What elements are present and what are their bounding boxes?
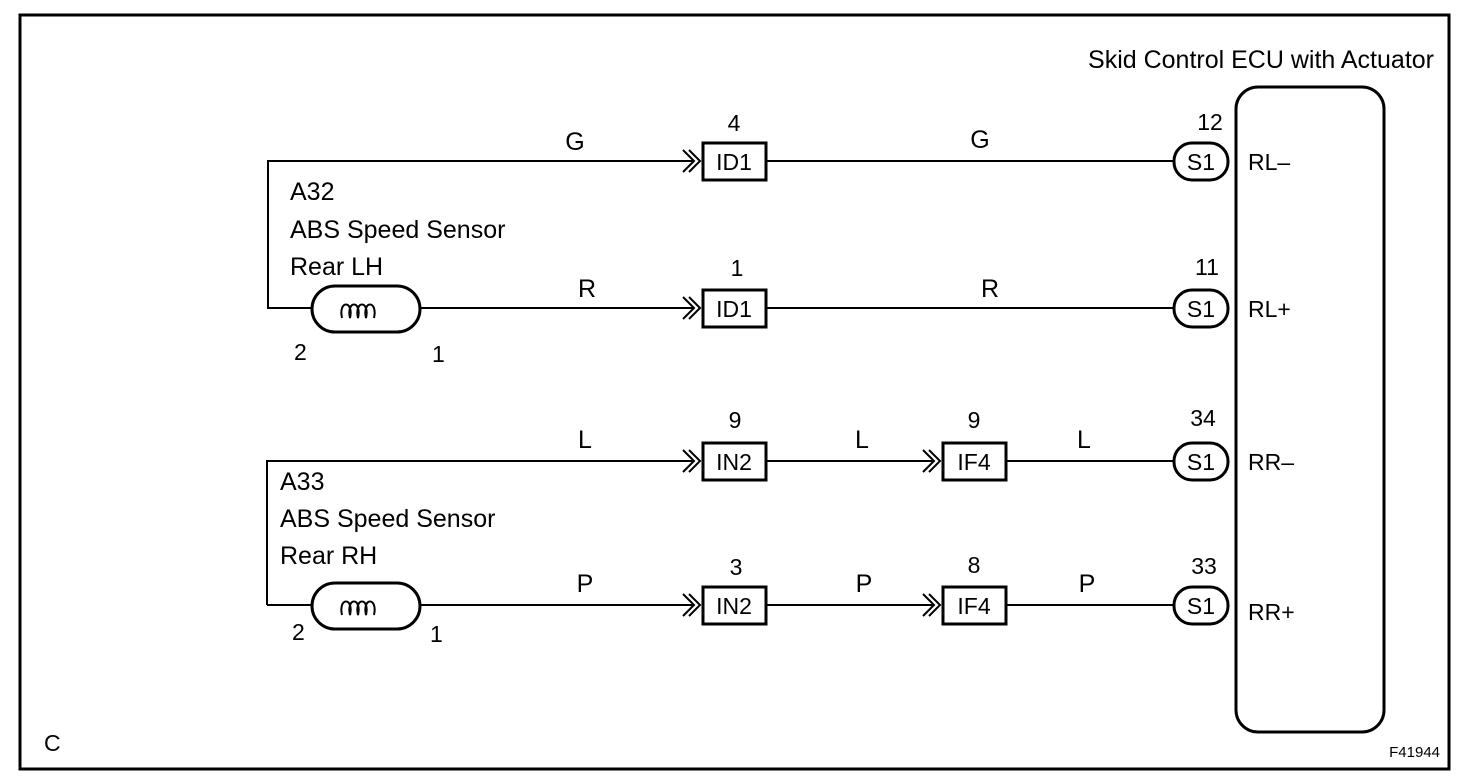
connector-chevron-icon <box>682 449 702 473</box>
ecu-terminal-rr-plus: S1 33 RR+ <box>1172 553 1295 626</box>
sensor-pin-left: 2 <box>294 339 307 365</box>
connector-code: IN2 <box>716 593 752 619</box>
sensor-code: A33 <box>280 468 324 496</box>
connector-pin: 1 <box>731 255 744 281</box>
wire-color-label: P <box>1079 570 1096 598</box>
connector-pin: 9 <box>729 407 742 433</box>
terminal-connector: S1 <box>1187 593 1215 619</box>
junction-connector-if4-9: IF4 9 <box>922 407 1008 482</box>
terminal-connector: S1 <box>1187 149 1215 175</box>
junction-connector-if4-8: IF4 8 <box>922 552 1008 626</box>
figure-id: F41944 <box>1389 744 1440 761</box>
connector-chevron-icon <box>922 593 942 617</box>
connector-code: ID1 <box>716 296 752 322</box>
wire-color-label: G <box>970 126 989 154</box>
connector-pin: 3 <box>730 554 743 580</box>
diagram-frame <box>18 13 1451 771</box>
sensor-name: ABS Speed Sensor <box>290 216 505 244</box>
wire-a33-l: L L L <box>266 426 1174 605</box>
sensor-pin-left: 2 <box>292 619 305 645</box>
junction-connector-in2-9: IN2 9 <box>682 407 768 482</box>
connector-chevron-icon <box>682 593 702 617</box>
wire-color-label: R <box>578 275 596 303</box>
sensor-a32: A32 ABS Speed Sensor Rear LH 2 1 <box>290 178 505 367</box>
connector-pin: 9 <box>968 407 981 433</box>
junction-connector-id1-4: ID1 4 <box>682 110 768 182</box>
connector-chevron-icon <box>682 296 702 320</box>
terminal-pin: 11 <box>1195 254 1219 280</box>
wire-a32-r: R R <box>267 275 1174 309</box>
terminal-label: RL– <box>1248 149 1290 175</box>
connector-code: IN2 <box>716 449 752 475</box>
ecu-terminal-rl-minus: S1 12 RL– <box>1172 109 1290 182</box>
terminal-label: RR– <box>1248 449 1294 475</box>
wire-a33-p: P P P <box>267 570 1174 606</box>
junction-connector-id1-1: ID1 1 <box>682 255 768 329</box>
wire-color-label: R <box>981 275 999 303</box>
wire-color-label: P <box>577 570 594 598</box>
connector-pin: 4 <box>728 110 741 136</box>
connector-code: IF4 <box>957 593 990 619</box>
connector-chevron-icon <box>922 449 942 473</box>
wire-color-label: P <box>856 570 873 598</box>
sensor-a33: A33 ABS Speed Sensor Rear RH 2 1 <box>280 468 495 647</box>
terminal-label: RL+ <box>1248 296 1291 322</box>
sensor-name: ABS Speed Sensor <box>280 505 495 533</box>
connector-code: ID1 <box>716 149 752 175</box>
wire-color-label: L <box>1077 426 1091 454</box>
wire-color-label: G <box>565 128 584 156</box>
junction-connector-in2-3: IN2 3 <box>682 554 768 626</box>
ecu-title: Skid Control ECU with Actuator <box>1088 46 1434 74</box>
terminal-pin: 12 <box>1197 109 1223 135</box>
sensor-position: Rear LH <box>290 253 383 281</box>
terminal-connector: S1 <box>1187 449 1215 475</box>
ecu-terminal-rl-plus: S1 11 RL+ <box>1172 254 1291 329</box>
terminal-connector: S1 <box>1187 296 1215 322</box>
sensor-code: A32 <box>290 178 334 206</box>
wire-color-label: L <box>578 426 592 454</box>
connector-pin: 8 <box>968 552 981 578</box>
ecu-terminal-rr-minus: S1 34 RR– <box>1172 405 1294 482</box>
connector-chevron-icon <box>682 149 702 173</box>
sensor-position: Rear RH <box>280 542 377 570</box>
connector-code: IF4 <box>957 449 990 475</box>
terminal-label: RR+ <box>1248 599 1295 625</box>
wire-a32-g: G G <box>267 126 1174 305</box>
terminal-pin: 33 <box>1191 553 1217 579</box>
corner-letter: C <box>44 730 61 756</box>
coil-icon <box>340 600 376 616</box>
ecu-body <box>1234 85 1386 734</box>
wire-color-label: L <box>855 426 869 454</box>
sensor-pin-right: 1 <box>430 621 443 647</box>
sensor-pin-right: 1 <box>432 341 445 367</box>
terminal-pin: 34 <box>1190 405 1216 431</box>
coil-icon <box>340 303 376 319</box>
